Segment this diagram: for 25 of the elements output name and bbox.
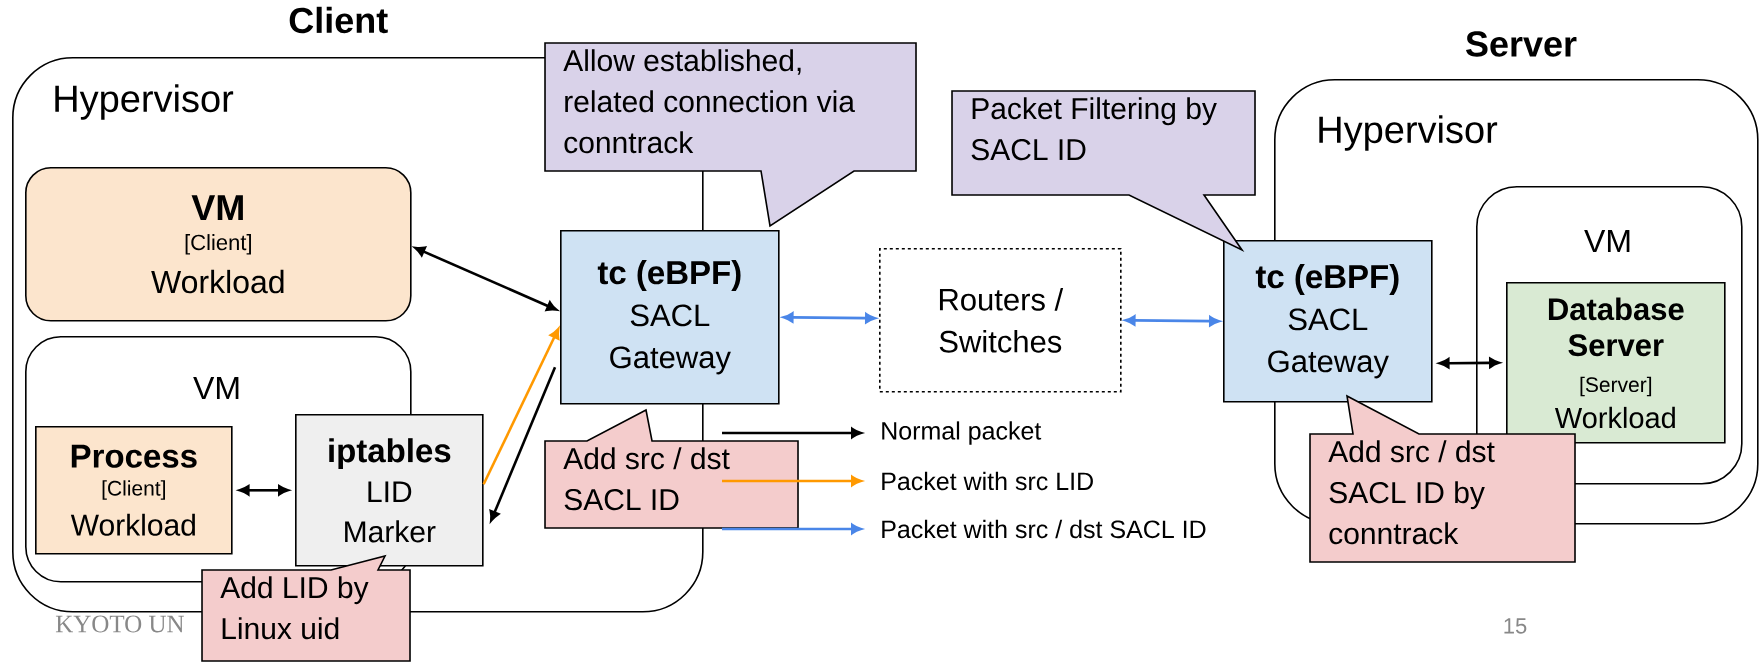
node-label: Server: [1465, 31, 1577, 57]
callout: Allow established, related connection via conntrack: [544, 42, 917, 228]
legend-label: Packet with src / dst SACL ID: [882, 519, 1206, 539]
arrow: [782, 312, 876, 324]
legend-label: Normal packet: [882, 421, 1042, 445]
arrow: [414, 246, 558, 312]
node-label: Client: [289, 6, 388, 34]
callout: Add LID by Linux uid: [201, 554, 411, 662]
callout: Add src / dst SACL ID: [544, 408, 799, 529]
arrow: [482, 327, 560, 485]
router-box: Routers / Switches: [879, 248, 1122, 393]
footer-text: KYOTO UN: [55, 615, 184, 633]
arrow: [238, 485, 289, 496]
workload-box: VM [Client] Workload: [25, 167, 412, 322]
process-box: Process [Client] Workload: [35, 426, 233, 555]
arrow: [1124, 315, 1220, 327]
page-number: 15: [1504, 618, 1527, 634]
gateway-box: tc (eBPF) SACL Gateway: [560, 230, 780, 405]
arrow: [489, 366, 557, 522]
marker-box: iptables LID Marker: [295, 414, 484, 567]
arrow: [1438, 357, 1500, 369]
workload-box: Database Server [Server] Workload: [1506, 282, 1726, 444]
gateway-box: tc (eBPF) SACL Gateway: [1223, 240, 1433, 403]
legend-label: Packet with src LID: [882, 471, 1093, 491]
callout: Packet Filtering by SACL ID: [951, 90, 1256, 253]
